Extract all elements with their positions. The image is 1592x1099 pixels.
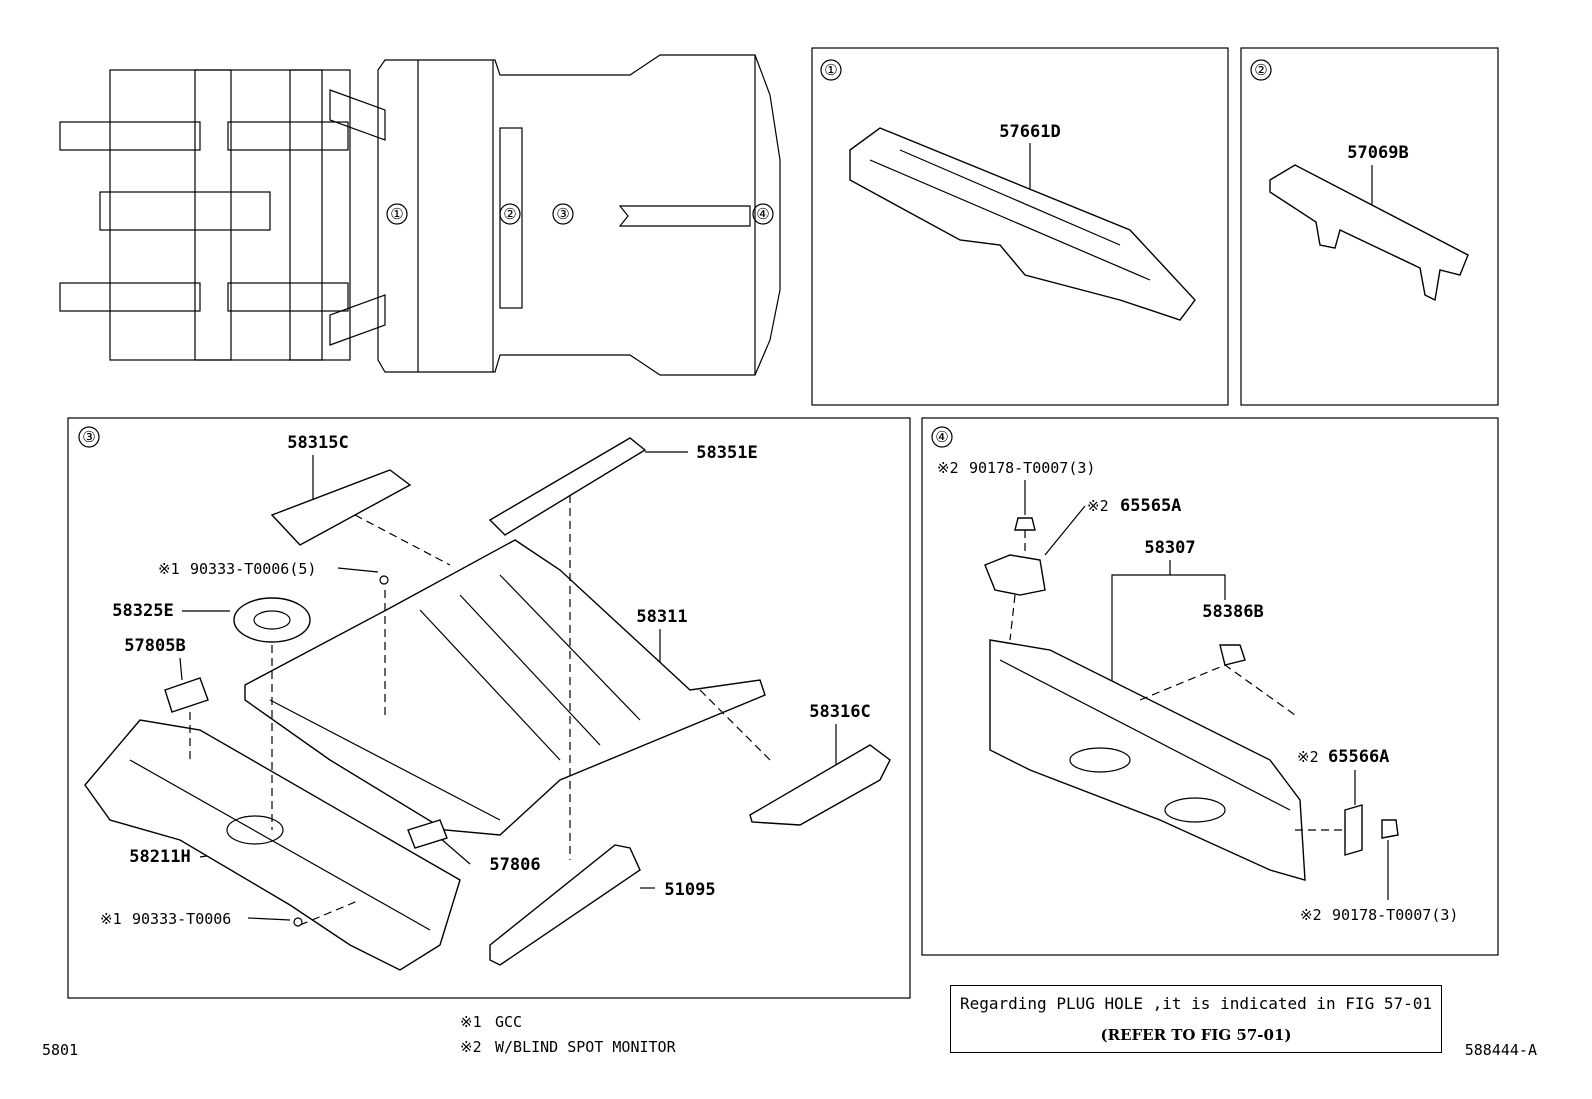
part-label-58325E: 58325E [112,601,173,621]
overview-marker-1: ① [390,205,403,223]
part-58307-shape [989,639,1306,881]
part-label-58351E: 58351E [696,443,757,463]
plug-hole-note: Regarding PLUG HOLE ,it is indicated in … [950,985,1442,1053]
nut1-mark: ※2 [937,459,959,477]
part-label-58311: 58311 [636,607,687,627]
part-58211H-shape [84,719,461,971]
overview-marker-2: ② [503,205,516,223]
part-label-nut1: 90178-T0007(3) [969,459,1095,477]
part-58386B-shape [1219,644,1246,666]
panel-4: ④ ※2 90178-T0007(3) ※2 65565A 58307 5838… [921,417,1499,956]
footnote-2-text: W/BLIND SPOT MONITOR [495,1038,677,1056]
part-58351E-shape [488,437,647,536]
panel-1-marker: ① [824,61,837,79]
part-label-58315C: 58315C [287,433,348,453]
nut2-mark: ※2 [1300,906,1322,924]
part-label-nut2: 90178-T0007(3) [1332,906,1458,924]
part-label-51095: 51095 [664,880,715,900]
part-label-65566A: 65566A [1328,747,1389,767]
part-57069B-shape [1269,164,1469,302]
panel-4-marker: ④ [935,428,948,446]
note-line-1: Regarding PLUG HOLE ,it is indicated in … [959,994,1432,1013]
part-label-58316C: 58316C [809,702,870,722]
footnote-2-mark: ※2 [460,1038,482,1056]
part-57661D-shape [849,127,1196,321]
footnote-1-mark: ※1 [460,1013,482,1031]
bracket1-mark: ※2 [1087,497,1109,515]
overview-marker-3: ③ [556,205,569,223]
panel-1: ① 57661D [811,47,1229,406]
overview-marker-4: ④ [756,205,769,223]
part-58316C-shape [749,744,891,826]
part-58325E-shape [233,597,311,643]
part-65565A-shape [984,554,1046,596]
footnote-1-text: GCC [495,1013,522,1031]
part-57805B-shape [164,677,209,713]
part-label-bolt1: 90333-T0006(5) [190,560,316,578]
part-label-57806: 57806 [489,855,540,875]
part-58315C-shape [270,469,412,546]
panel-3: ③ 58315C 58351E ※1 90333-T0006(5) 58325E… [67,417,911,999]
panel-2-marker: ② [1254,61,1267,79]
part-label-65565A: 65565A [1120,496,1181,516]
part-label-bolt2: 90333-T0006 [132,910,231,928]
panel-2: ② 57069B [1240,47,1499,406]
part-label-57805B: 57805B [124,636,185,656]
part-label-58386B: 58386B [1202,602,1263,622]
underbody-overview: ① ② ③ ④ [59,54,781,376]
part-65566A-shape [1344,804,1363,856]
page-code: 5801 [42,1041,78,1059]
part-label-57661D: 57661D [999,122,1060,142]
part-57806-shape [407,819,448,849]
bolt2-mark: ※1 [100,910,122,928]
bracket2-mark: ※2 [1297,748,1319,766]
note-line-2: (REFER TO FIG 57-01) [1100,1026,1292,1044]
panel-3-marker: ③ [82,428,95,446]
part-label-57069B: 57069B [1347,143,1408,163]
illustration-code: 588444-A [1465,1041,1537,1059]
part-label-58211H: 58211H [129,847,190,867]
part-label-58307: 58307 [1144,538,1195,558]
part-51095-shape [489,844,641,966]
bolt1-mark: ※1 [158,560,180,578]
part-58311-shape [244,539,766,836]
